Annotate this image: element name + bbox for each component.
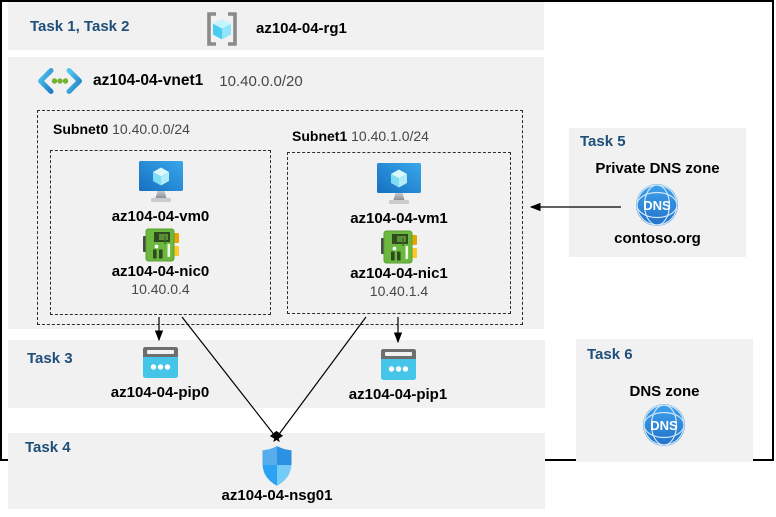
task5-label: Task 5 <box>580 133 626 150</box>
task6-label: Task 6 <box>587 346 633 363</box>
subnet0-label: Subnet0 10.40.0.0/24 <box>53 121 190 137</box>
task3-label: Task 3 <box>27 350 73 367</box>
pip0-group: az104-04-pip0 <box>90 347 230 401</box>
pip1-name: az104-04-pip1 <box>348 386 448 403</box>
resource-group-band: Task 1, Task 2 az104-04-rg1 <box>8 2 544 50</box>
vm0-name: az104-04-vm0 <box>111 208 210 225</box>
nic1-ip: 10.40.1.4 <box>369 283 429 299</box>
resource-group-icon <box>207 12 237 46</box>
dns-icon-text: DNS <box>643 198 671 213</box>
task6-box: Task 6 DNS zone DNS <box>576 339 753 462</box>
public-ip-icon <box>380 349 416 380</box>
vnet-header: az104-04-vnet1 10.40.0.0/20 <box>37 68 303 94</box>
pip1-group: az104-04-pip1 <box>328 349 468 403</box>
nsg-group: az104-04-nsg01 <box>207 446 347 504</box>
virtual-network-icon <box>38 68 82 94</box>
private-dns-zone-name: contoso.org <box>614 230 701 247</box>
pip0-name: az104-04-pip0 <box>110 384 210 401</box>
nic1-name: az104-04-nic1 <box>350 265 448 282</box>
dns-globe-icon: DNS <box>636 184 678 226</box>
public-ip-icon <box>142 347 178 378</box>
task-1-2-label: Task 1, Task 2 <box>30 18 130 35</box>
subnet1-vm-box: az104-04-vm1 az104-04-nic1 10.40.1.4 <box>287 152 511 314</box>
subnet0-vm-box: az104-04-vm0 az104-04-nic0 10.40.0.4 <box>50 150 271 315</box>
vm1-name: az104-04-vm1 <box>350 210 448 227</box>
subnet0-cidr: 10.40.0.0/24 <box>112 121 190 137</box>
nsg-name: az104-04-nsg01 <box>221 487 333 504</box>
subnet1-name: Subnet1 <box>292 128 348 144</box>
dns-zone-title: DNS zone <box>629 383 700 400</box>
vm-icon <box>138 161 183 202</box>
task5-box: Task 5 Private DNS zone DNS contoso.org <box>569 128 746 257</box>
task4-label: Task 4 <box>25 439 71 456</box>
private-dns-zone-title: Private DNS zone <box>595 160 720 177</box>
subnet1-cidr: 10.40.1.0/24 <box>351 128 429 144</box>
nic0-ip: 10.40.0.4 <box>131 281 190 297</box>
dns-icon-text: DNS <box>650 418 678 433</box>
subnet1-label: Subnet1 10.40.1.0/24 <box>292 128 429 144</box>
vnet-name: az104-04-vnet1 <box>93 72 204 89</box>
nic-icon <box>381 230 417 264</box>
vnet-box <box>8 57 544 329</box>
vm-icon <box>377 163 421 204</box>
resource-group-name: az104-04-rg1 <box>256 20 347 37</box>
nic0-name: az104-04-nic0 <box>111 263 210 280</box>
vnet-cidr: 10.40.0.0/20 <box>219 72 303 90</box>
nic-icon <box>142 228 179 262</box>
dns-globe-icon: DNS <box>643 404 685 446</box>
subnet0-name: Subnet0 <box>53 121 109 137</box>
nsg-shield-icon <box>262 446 292 486</box>
